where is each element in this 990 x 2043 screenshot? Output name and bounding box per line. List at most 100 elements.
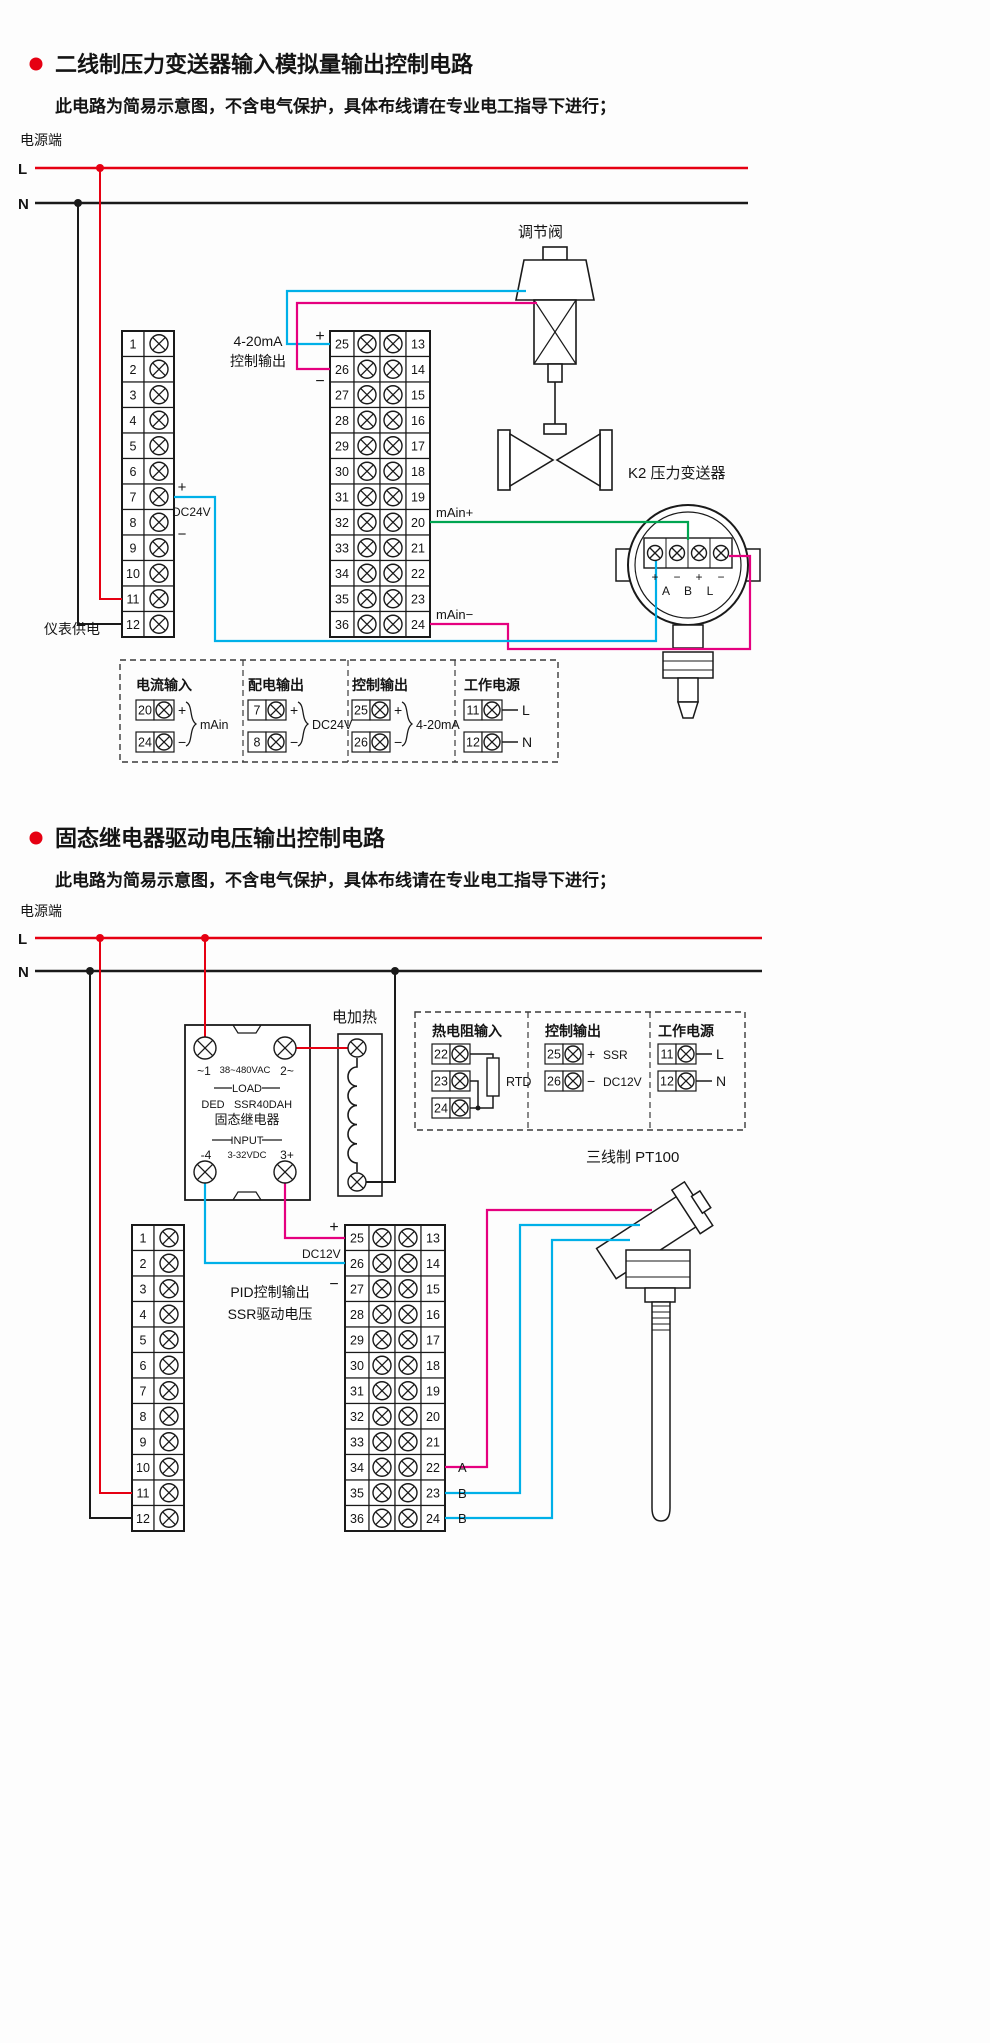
screw-terminal-icon [451, 1072, 469, 1090]
terminal-number: 16 [426, 1308, 440, 1322]
terminal-strip-border [329, 330, 431, 638]
screw-terminal-icon [372, 1432, 392, 1452]
valve-body-right [555, 432, 601, 488]
output-label-line1: 4-20mA [233, 333, 283, 349]
terminal-number: 14 [411, 363, 425, 377]
screw-terminal-icon [564, 1045, 582, 1063]
rtd-wire-b2-label: B [458, 1511, 467, 1526]
terminal-number: 6 [130, 465, 137, 479]
terminal-sign: L [522, 702, 530, 718]
terminal-number: 4 [140, 1308, 147, 1322]
screw-terminal-icon [451, 1045, 469, 1063]
pt100-drawing [595, 1180, 714, 1522]
pt100-probe [651, 1301, 671, 1522]
wire-rtd-b2 [445, 1238, 630, 1520]
terminal-number: 36 [350, 1512, 364, 1526]
wires-section2 [35, 934, 762, 1520]
heater-label: 电加热 [332, 1009, 377, 1026]
heater-coil [347, 1058, 358, 1172]
terminal-sign: + [178, 702, 186, 718]
wire-l-to-terminal11 [99, 168, 122, 600]
section1-title: 二线制压力变送器输入模拟量输出控制电路 [55, 52, 474, 77]
pt100-collar [644, 1287, 676, 1303]
wire-main-plus [430, 520, 690, 540]
terminal-number: 1 [130, 337, 137, 351]
transmitter-hex-nut [662, 651, 714, 679]
terminal-number: 8 [254, 736, 261, 750]
rtd-symbol [486, 1057, 500, 1097]
terminal-number: 36 [335, 618, 349, 632]
terminal-cell [329, 457, 355, 485]
valve-actuator-dome [515, 259, 595, 301]
terminal-number: 25 [547, 1048, 561, 1062]
screw-terminal-icon [159, 1304, 179, 1324]
terminal-number: 26 [350, 1257, 364, 1271]
l-line-label: L [18, 161, 27, 178]
terminal-sign: − [290, 734, 298, 750]
screw-terminal-icon [372, 1355, 392, 1375]
terminal-number: 7 [130, 490, 137, 504]
transmitter-neck [672, 624, 704, 649]
screw-terminal-icon [398, 1253, 418, 1273]
terminal-number: 24 [426, 1512, 440, 1526]
screw-terminal-icon [383, 589, 403, 609]
terminal-number: 22 [411, 567, 425, 581]
terminal-number: 26 [354, 736, 368, 750]
screw-terminal-icon [712, 544, 730, 562]
terminal-number: 26 [335, 363, 349, 377]
screw-terminal-icon [149, 334, 169, 354]
screw-terminal-icon [357, 487, 377, 507]
terminal-sign: + [394, 702, 402, 718]
screw-terminal-icon [267, 701, 285, 719]
screw-terminal-icon [149, 410, 169, 430]
terminal-number: 20 [138, 704, 152, 718]
junction-dot [96, 934, 104, 942]
terminal-number: 28 [350, 1308, 364, 1322]
terminal-number: 9 [140, 1435, 147, 1449]
terminal-number: 13 [426, 1231, 440, 1245]
terminal-number: 2 [140, 1257, 147, 1271]
brace [401, 701, 414, 747]
terminal-number: 12 [660, 1075, 674, 1089]
terminal-number: 30 [350, 1359, 364, 1373]
screw-terminal-icon [357, 359, 377, 379]
terminal-strip-border [131, 1224, 185, 1532]
legend-group-title: 控制输出 [352, 677, 408, 693]
wire-main-minus [430, 554, 752, 651]
screw-terminal-icon [372, 1457, 392, 1477]
legend-group-title: 热电阻输入 [432, 1023, 502, 1039]
ssr-model-label: SSR40DAH [234, 1099, 292, 1111]
transmitter-pin: L [707, 584, 714, 598]
terminal-cell [405, 355, 431, 383]
heater-drawing [337, 1033, 383, 1197]
ssr-top-notch [232, 1024, 262, 1034]
screw-terminal-icon [372, 1330, 392, 1350]
junction-dot [74, 199, 82, 207]
terminal-number: 11 [137, 1486, 150, 1500]
terminal-number: 9 [130, 541, 137, 555]
screw-terminal-icon [357, 563, 377, 583]
terminal-cell [344, 1402, 370, 1430]
screw-terminal-icon [357, 385, 377, 405]
terminal-cell [329, 432, 355, 460]
terminal-number: 34 [350, 1461, 364, 1475]
screw-terminal-icon [383, 487, 403, 507]
terminal-number: 32 [350, 1410, 364, 1424]
transmitter-tip [676, 701, 700, 719]
terminal-number: 29 [335, 439, 349, 453]
terminal-number: 15 [411, 388, 425, 402]
screw-terminal-icon [193, 1160, 217, 1184]
screw-terminal-icon [398, 1432, 418, 1452]
wire-valve-minus [295, 301, 537, 371]
screw-terminal-icon [357, 410, 377, 430]
wire-dc24v-loop [174, 495, 658, 643]
terminal-sign: + [290, 702, 298, 718]
wire-ssr-minus [203, 1183, 345, 1265]
screw-terminal-icon [564, 1072, 582, 1090]
screw-terminal-icon [398, 1381, 418, 1401]
terminal-number: 11 [127, 592, 140, 606]
terminal-number: 25 [354, 704, 368, 718]
